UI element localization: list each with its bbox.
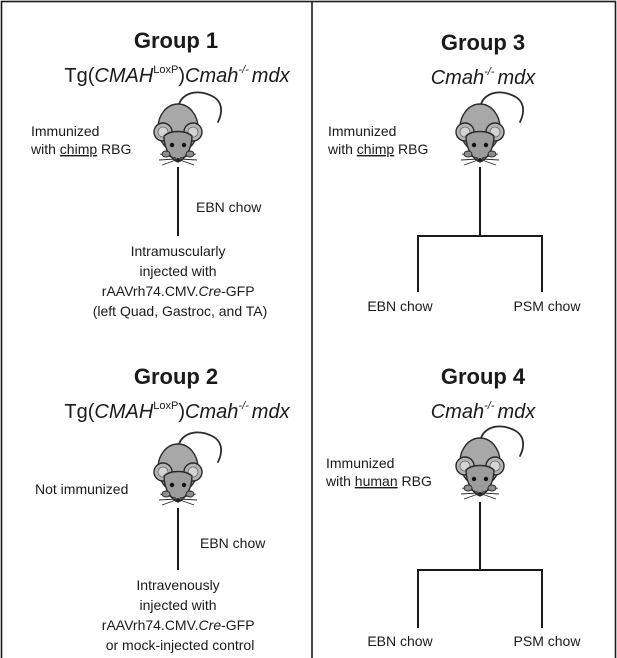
group-3-title: Group 3: [441, 30, 525, 55]
mouse-icon: [455, 425, 524, 500]
mouse-icon: [455, 91, 524, 166]
group-4-genotype: Cmah-/-mdx: [431, 400, 537, 423]
group-1-panel: Group 1 Tg(CMAHLoxP)Cmah-/-mdx Immunized…: [30, 28, 291, 319]
group-3-branch-lines: [417, 167, 543, 292]
group-1-genotype: Tg(CMAHLoxP)Cmah-/-mdx: [64, 64, 290, 87]
group-4-immunization: Immunized with human RBG: [325, 455, 432, 489]
group-2-chow: EBN chow: [200, 535, 266, 551]
group-2-treatment: Intravenously injected with rAAVrh74.CMV…: [102, 577, 258, 653]
group-3-immunization: Immunized with chimp RBG: [327, 123, 428, 157]
group-4-panel: Group 4 Cmah-/-mdx Immunized with human …: [325, 364, 581, 649]
group-1-treatment: Intramuscularly injected with rAAVrh74.C…: [93, 243, 268, 319]
group-4-branch-lines: [417, 502, 543, 628]
group-4-title: Group 4: [441, 364, 526, 389]
group-3-branch-psm: PSM chow: [514, 298, 582, 314]
mouse-icon: [153, 431, 222, 506]
group-3-genotype: Cmah-/-mdx: [431, 66, 537, 89]
group-4-branch-ebn: EBN chow: [367, 633, 433, 649]
group-1-immunization: Immunized with chimp RBG: [30, 123, 131, 157]
group-2-title: Group 2: [134, 364, 218, 389]
group-4-branch-psm: PSM chow: [514, 633, 582, 649]
mouse-icon: [153, 91, 222, 166]
group-3-branch-ebn: EBN chow: [367, 298, 433, 314]
group-3-panel: Group 3 Cmah-/-mdx Immunized with chimp …: [327, 30, 581, 314]
group-2-panel: Group 2 Tg(CMAHLoxP)Cmah-/-mdx Not immun…: [35, 364, 291, 653]
group-2-immunization: Not immunized: [35, 481, 128, 497]
group-2-genotype: Tg(CMAHLoxP)Cmah-/-mdx: [64, 400, 290, 423]
group-1-chow: EBN chow: [196, 199, 262, 215]
group-1-title: Group 1: [134, 28, 218, 53]
